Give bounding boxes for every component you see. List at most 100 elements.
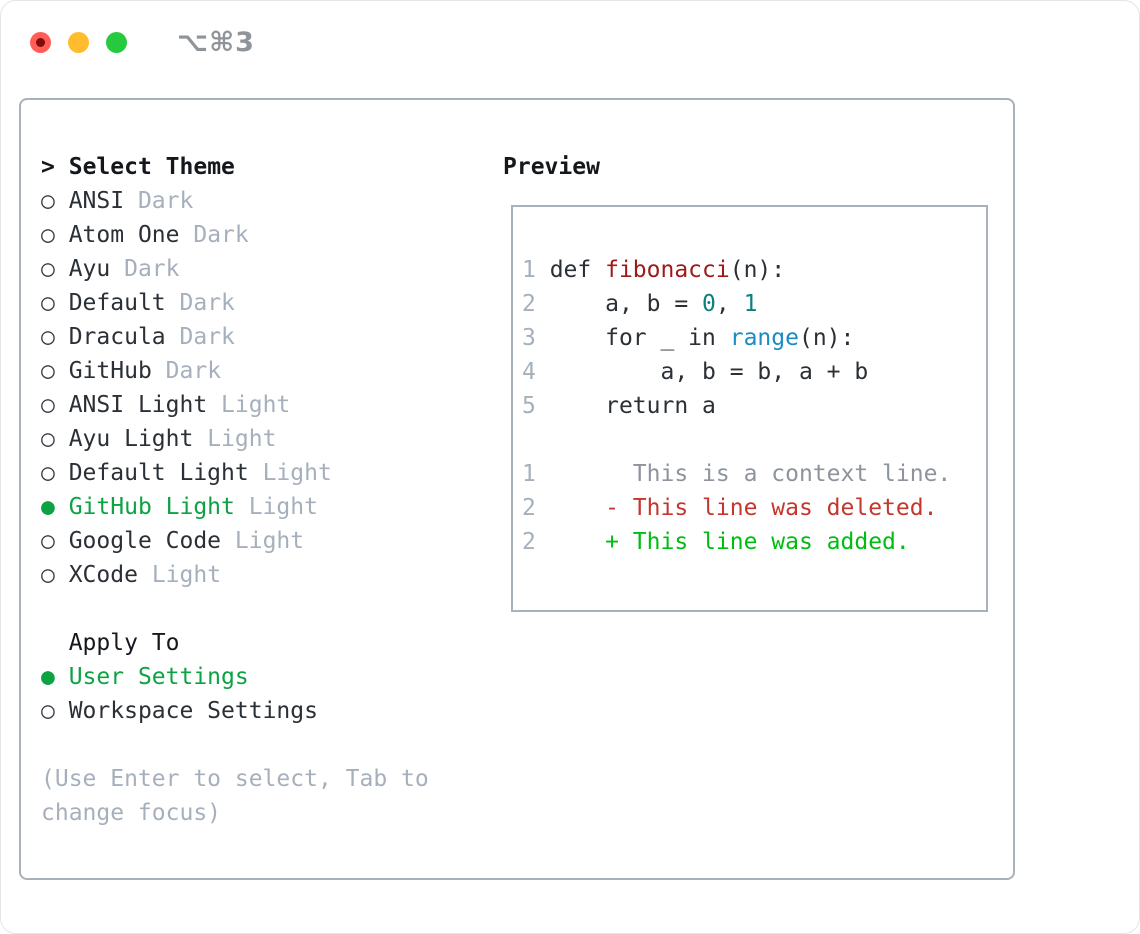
zoom-button[interactable] (106, 32, 127, 53)
theme-name: Default Light (68, 460, 249, 486)
close-button[interactable] (30, 32, 51, 53)
code-token-ln: 1 (522, 461, 536, 487)
theme-variant: Light (248, 494, 318, 520)
radio-icon: ○ (41, 358, 69, 384)
select-theme-header-label: Select Theme (68, 154, 235, 180)
theme-name: GitHub (68, 358, 152, 384)
code-token-ink: a, b = b, a + b (535, 359, 869, 385)
theme-name: Ayu Light (68, 426, 194, 452)
code-token-ink: , (715, 291, 744, 317)
titlebar: ⌥⌘3 (30, 27, 255, 58)
spacer (138, 562, 152, 588)
theme-list: ○ ANSI Dark○ Atom One Dark○ Ayu Dark○ De… (41, 184, 493, 592)
spacer (124, 188, 138, 214)
code-token-ink: def (549, 257, 606, 283)
theme-picker-panel: > Select Theme ○ ANSI Dark○ Atom One Dar… (19, 98, 1015, 880)
prompt-caret-icon: > (41, 154, 55, 180)
radio-icon: ○ (41, 290, 69, 316)
theme-name: ANSI Light (68, 392, 208, 418)
theme-variant: Dark (124, 256, 180, 282)
spacer (235, 494, 249, 520)
code-token-add: + This line was added. (605, 529, 910, 555)
theme-option[interactable]: ○ ANSI Dark (41, 184, 493, 218)
spacer (166, 290, 180, 316)
radio-icon: ○ (41, 528, 69, 554)
apply-option[interactable]: ● User Settings (41, 660, 493, 694)
theme-option[interactable]: ○ Default Light Light (41, 456, 493, 490)
spacer (193, 426, 207, 452)
code-token-ink (536, 495, 605, 521)
code-token-num: 0 (702, 291, 716, 317)
code-token-ln: 2 (522, 495, 536, 521)
theme-option[interactable]: ○ Atom One Dark (41, 218, 493, 252)
code-token-ln: 2 (522, 529, 536, 555)
theme-variant: Dark (137, 188, 194, 214)
select-theme-header: > Select Theme (41, 150, 493, 184)
theme-option[interactable]: ○ XCode Light (41, 558, 493, 592)
preview-header: Preview (503, 154, 600, 180)
spacer (249, 460, 263, 486)
code-token-ink: return a (535, 393, 716, 419)
radio-icon: ○ (41, 392, 69, 418)
theme-option[interactable]: ○ GitHub Dark (41, 354, 493, 388)
apply-to-header: Apply To (68, 630, 180, 656)
theme-variant: Dark (165, 358, 222, 384)
theme-option[interactable]: ○ ANSI Light Light (41, 388, 493, 422)
theme-name: XCode (68, 562, 138, 588)
theme-option[interactable]: ○ Dracula Dark (41, 320, 493, 354)
code-token-ink: (n): (798, 325, 855, 351)
radio-selected-icon: ● (41, 664, 69, 690)
theme-name: Atom One (68, 222, 180, 248)
spacer (221, 528, 235, 554)
theme-variant: Light (151, 562, 222, 588)
code-token-del: - This line was deleted. (605, 495, 938, 521)
theme-column: > Select Theme ○ ANSI Dark○ Atom One Dar… (41, 150, 493, 830)
apply-option[interactable]: ○ Workspace Settings (41, 694, 493, 728)
code-token-ln: 5 (522, 393, 536, 419)
theme-name: Default (68, 290, 166, 316)
code-token-ln: 4 (522, 359, 536, 385)
theme-variant: Light (221, 392, 291, 418)
apply-option-label: User Settings (68, 664, 249, 690)
spacer (166, 324, 180, 350)
code-token-ctx: This is a context line. (535, 461, 952, 487)
radio-icon: ○ (41, 222, 69, 248)
code-token-num: 1 (743, 291, 758, 317)
theme-name: Dracula (68, 324, 166, 350)
theme-variant: Light (207, 426, 277, 452)
theme-variant: Dark (179, 290, 235, 316)
radio-icon: ○ (41, 324, 69, 350)
spacer (179, 222, 193, 248)
radio-icon: ○ (41, 256, 69, 282)
theme-name: Ayu (68, 256, 111, 282)
code-token-ln: 1 (522, 257, 550, 283)
theme-option[interactable]: ○ Default Dark (41, 286, 493, 320)
code-token-ink: a, b = (535, 291, 703, 317)
minimize-button[interactable] (68, 32, 89, 53)
radio-icon: ○ (41, 460, 69, 486)
theme-option[interactable]: ● GitHub Light Light (41, 490, 493, 524)
code-token-ln: 3 (522, 325, 536, 351)
apply-to-list: ● User Settings○ Workspace Settings (41, 660, 493, 728)
code-token-ink (536, 529, 605, 555)
spacer (110, 256, 124, 282)
theme-variant: Light (234, 528, 305, 554)
code-token-ink: for _ in (535, 325, 730, 351)
code-token-ln: 2 (522, 291, 536, 317)
theme-name: ANSI (68, 188, 125, 214)
theme-option[interactable]: ○ Ayu Light Light (41, 422, 493, 456)
spacer (207, 392, 221, 418)
spacer (152, 358, 166, 384)
theme-option[interactable]: ○ Google Code Light (41, 524, 493, 558)
preview-box: 1 def fibonacci(n): 2 a, b = 0, 1 3 for … (511, 205, 988, 612)
window-title: ⌥⌘3 (177, 27, 255, 58)
radio-icon: ○ (41, 188, 69, 214)
radio-selected-icon: ● (41, 494, 69, 520)
code-preview: 1 def fibonacci(n): 2 a, b = 0, 1 3 for … (513, 207, 986, 559)
theme-name: Google Code (68, 528, 222, 554)
code-token-bi: range (729, 325, 799, 351)
theme-option[interactable]: ○ Ayu Dark (41, 252, 493, 286)
apply-to-section: Apply To ● User Settings○ Workspace Sett… (41, 626, 493, 728)
radio-icon: ○ (41, 698, 69, 724)
